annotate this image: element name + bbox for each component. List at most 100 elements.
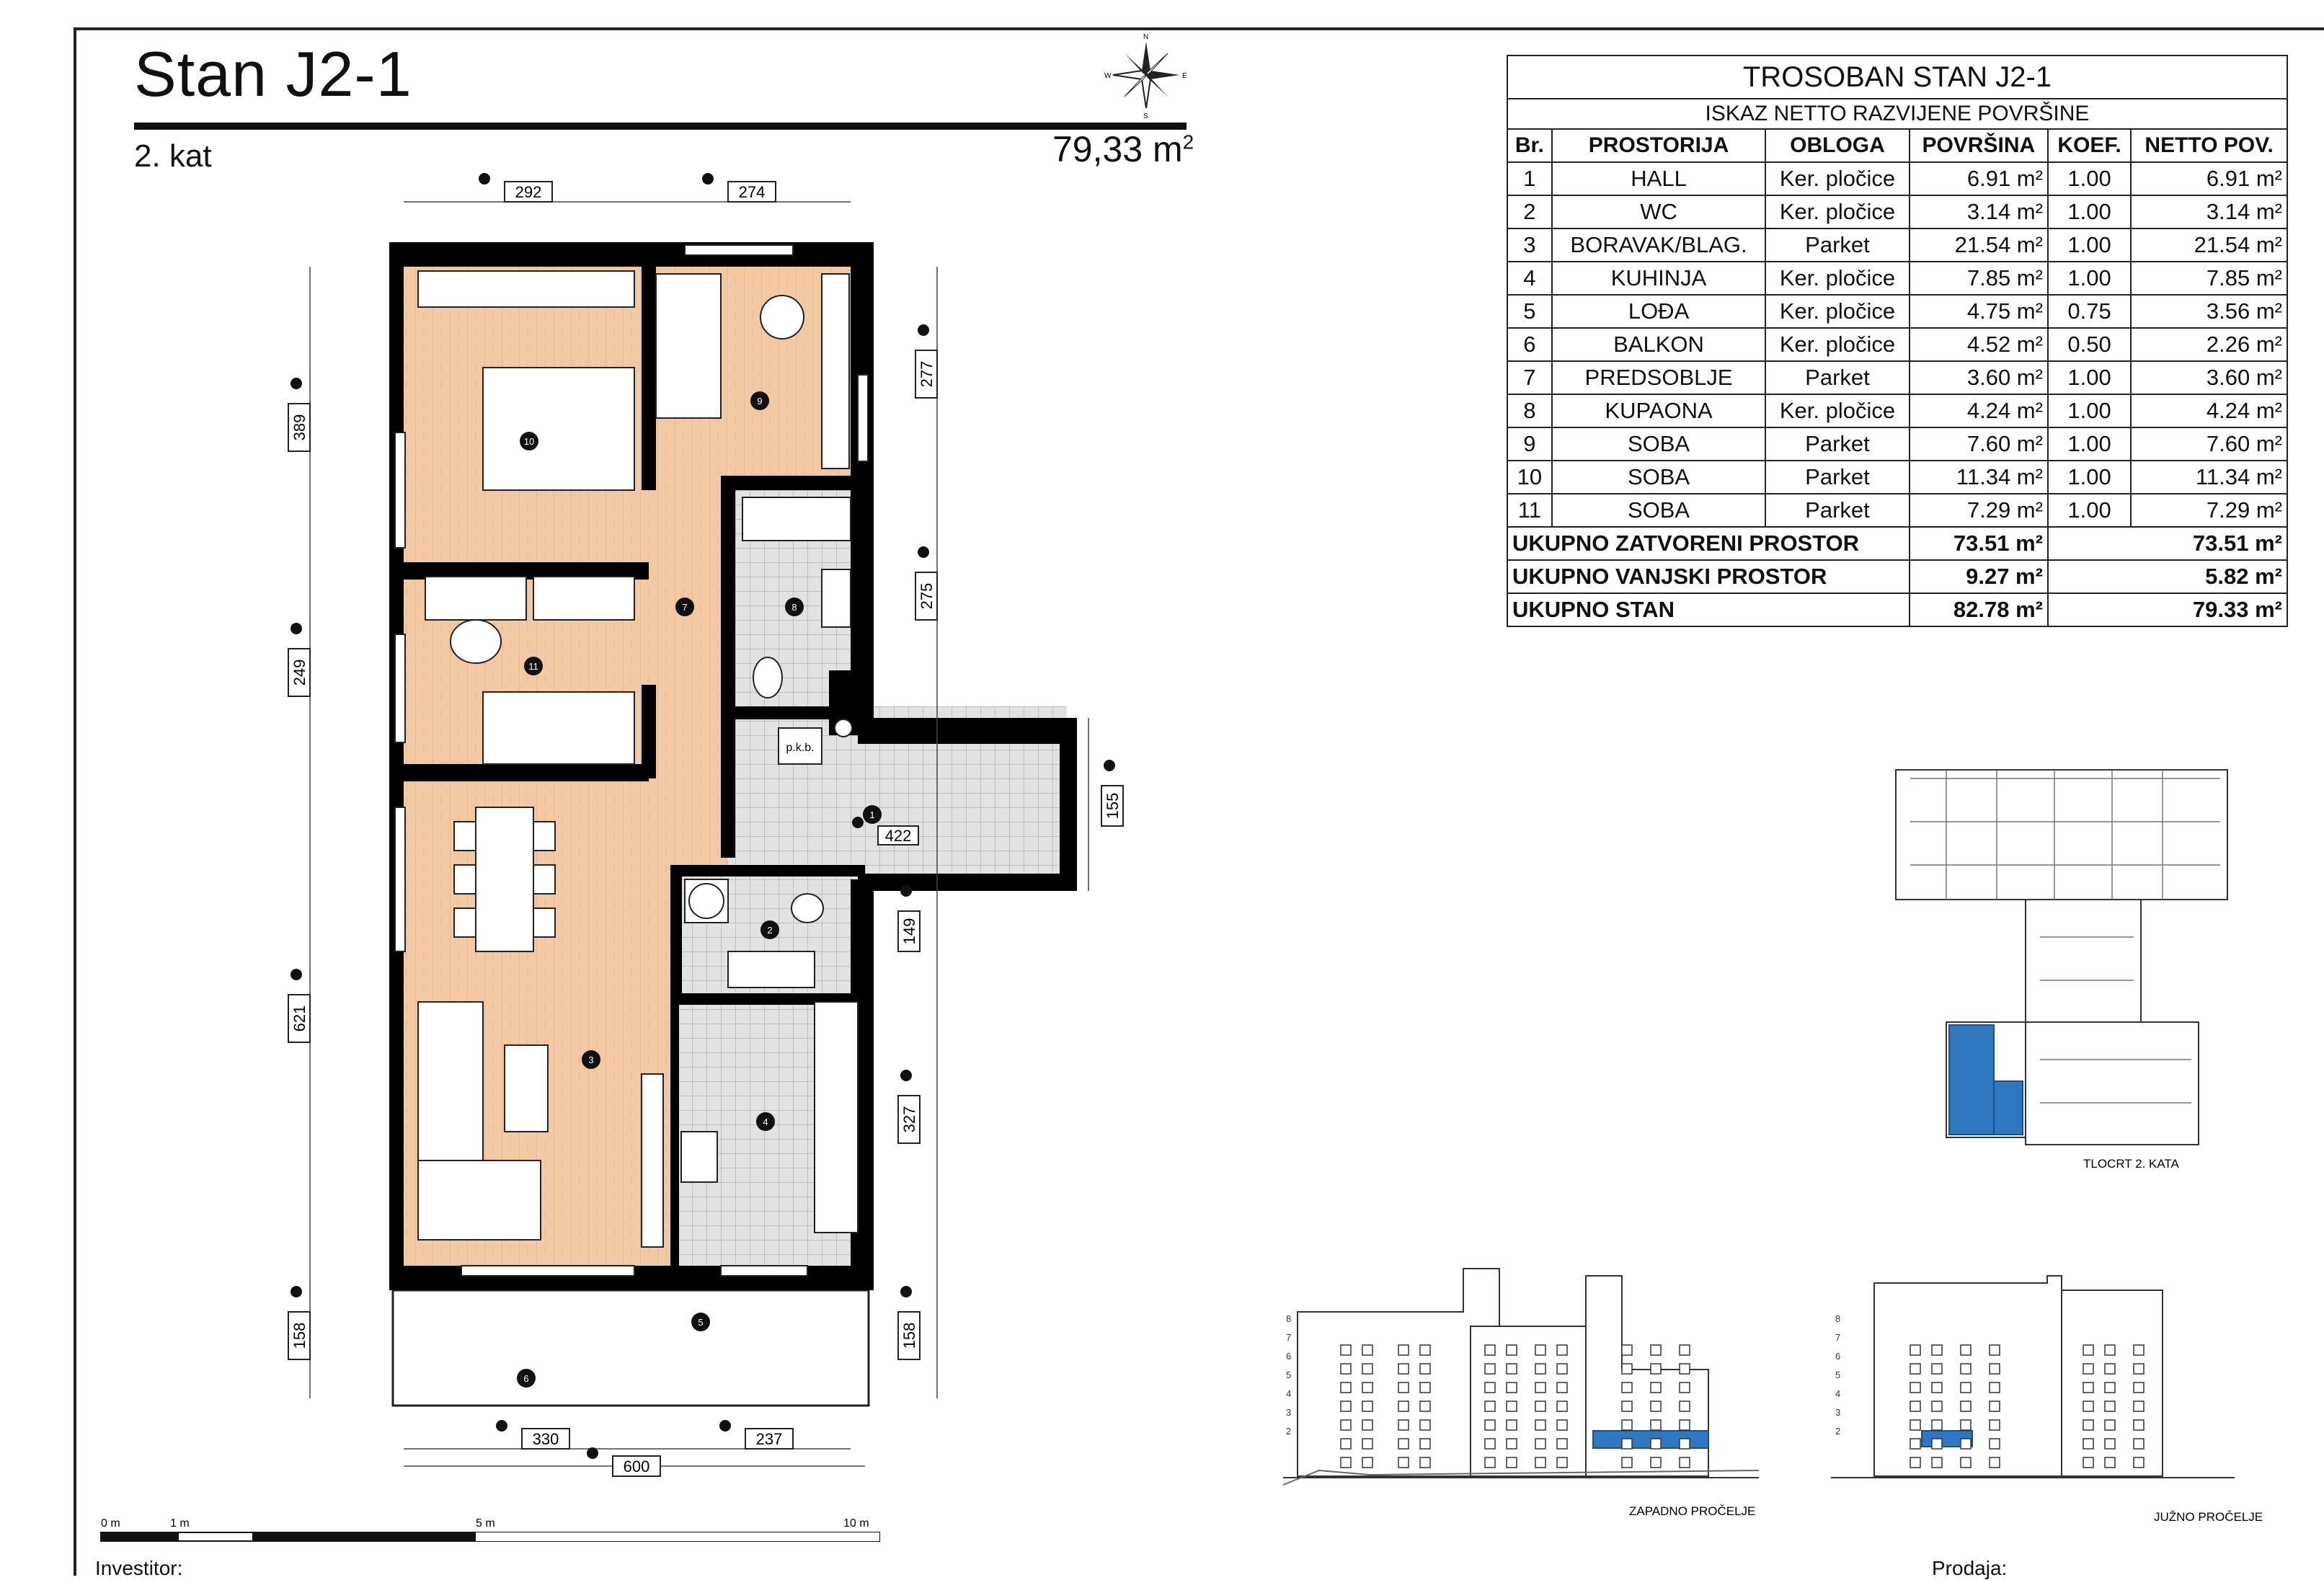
dimension-value: 274: [739, 183, 766, 201]
elevation-window: [1989, 1457, 2000, 1468]
sheet-frame: [74, 27, 2324, 1576]
dimension-dot: [719, 1420, 731, 1432]
room-number: 5: [698, 1317, 703, 1328]
furniture: [417, 270, 859, 1248]
elevation-window: [1910, 1401, 1921, 1412]
scale-bar: 0 m 1 m 5 m 10 m: [100, 1517, 880, 1542]
floor-mark: 2: [1286, 1426, 1291, 1437]
elevation-window: [1989, 1344, 2000, 1356]
elevation-window: [1960, 1438, 1972, 1450]
dimension-value: 275: [918, 583, 936, 610]
balcony-6: [391, 1289, 870, 1407]
cell-coef: 1.00: [2046, 261, 2132, 296]
elevation-window: [1621, 1363, 1633, 1375]
cell-no: 8: [1507, 394, 1553, 428]
cell-coef: 1.00: [2046, 228, 2132, 262]
cell-coef: 0.50: [2046, 327, 2132, 362]
elevation-window: [1506, 1401, 1517, 1412]
elevation-window: [1960, 1363, 1972, 1375]
cell-net: 2.26 m²: [2130, 327, 2288, 362]
dimension-dot: [290, 1286, 302, 1297]
elevation-window: [1484, 1401, 1496, 1412]
cell-net: 3.60 m²: [2130, 360, 2288, 395]
total-net: 73.51 m²: [2046, 526, 2289, 561]
dimension-dot: [900, 1070, 912, 1081]
room-10-floor: [404, 259, 649, 771]
elevation-window: [2133, 1457, 2145, 1468]
west-caption: ZAPADNO PROČELJE: [1629, 1504, 1755, 1518]
room-number: 11: [528, 661, 538, 672]
cell-no: 10: [1507, 460, 1553, 494]
cell-floor: Parket: [1765, 427, 1910, 461]
elevation-window: [2104, 1419, 2116, 1431]
compass-s: S: [1143, 112, 1148, 118]
area-value: 79,33 m: [1052, 129, 1183, 169]
single-bed-9: [655, 273, 722, 419]
col-net: NETTO POV.: [2130, 128, 2288, 163]
elevation-window: [1679, 1401, 1690, 1412]
floor-mark: 7: [1835, 1332, 1840, 1343]
dimension-dot: [587, 1447, 598, 1459]
cell-no: 6: [1507, 327, 1553, 362]
pkb-label: p.k.b.: [786, 742, 814, 754]
cell-coef: 1.00: [2046, 427, 2132, 461]
cell-floor: Ker. pločice: [1765, 261, 1910, 296]
dimension-dot: [852, 817, 864, 828]
dimension-value: 155: [1104, 793, 1122, 820]
total-label: UKUPNO STAN: [1507, 592, 1910, 627]
cell-floor: Parket: [1765, 228, 1910, 262]
cell-area: 3.14 m²: [1908, 195, 2049, 229]
total-area: 9.27 m²: [1908, 559, 2049, 594]
elevation-window: [1931, 1401, 1943, 1412]
elevation-window: [1679, 1419, 1690, 1431]
elevation-window: [1398, 1382, 1409, 1393]
cell-floor: Parket: [1765, 460, 1910, 494]
dimension-box: [288, 994, 311, 1043]
dimension-box: [727, 181, 776, 203]
cell-net: 7.29 m²: [2130, 493, 2288, 528]
table-header: Br. PROSTORIJA OBLOGA POVRŠINA KOEF. NET…: [1507, 128, 2288, 163]
kitchen-counter: [814, 1001, 859, 1233]
coffee-table: [504, 1044, 549, 1132]
compass-n: N: [1143, 33, 1148, 41]
elevation-window: [1506, 1344, 1517, 1356]
elevation-window: [1535, 1401, 1546, 1412]
elevation-window: [1989, 1363, 2000, 1375]
elevation-window: [1506, 1438, 1517, 1450]
elevation-window: [1419, 1401, 1431, 1412]
cell-area: 7.60 m²: [1908, 427, 2049, 461]
elevation-window: [1398, 1363, 1409, 1375]
elevation-window: [1960, 1344, 1972, 1356]
elevation-window: [1910, 1419, 1921, 1431]
elevation-window: [1419, 1419, 1431, 1431]
area-table: TROSOBAN STAN J2-1 ISKAZ NETTO RAZVIJENE…: [1507, 55, 2289, 627]
elevation-window: [2104, 1382, 2116, 1393]
room-number: 10: [524, 436, 534, 447]
elevation-window: [1556, 1419, 1568, 1431]
elevation-window: [1650, 1363, 1662, 1375]
elevation-window: [1506, 1419, 1517, 1431]
elevation-window: [1398, 1457, 1409, 1468]
elevation-window: [1398, 1419, 1409, 1431]
elevation-window: [1910, 1457, 1921, 1468]
elevation-window: [1362, 1401, 1373, 1412]
dimension-value: 389: [290, 414, 309, 441]
cell-coef: 1.00: [2046, 394, 2132, 428]
elevation-window: [2133, 1419, 2145, 1431]
elevation-window: [1621, 1457, 1633, 1468]
dimension-box: [288, 403, 311, 452]
area-unit: 2: [1182, 130, 1194, 154]
dimension-value: 149: [900, 918, 918, 945]
elevation-window: [2104, 1457, 2116, 1468]
elevation-window: [1419, 1344, 1431, 1356]
cell-no: 11: [1507, 493, 1553, 528]
room-number: 1: [869, 809, 874, 820]
elevation-window: [1931, 1382, 1943, 1393]
investor-label: Investitor:: [95, 1557, 183, 1579]
elevation-window: [1931, 1419, 1943, 1431]
dimension-dot: [1104, 760, 1115, 771]
